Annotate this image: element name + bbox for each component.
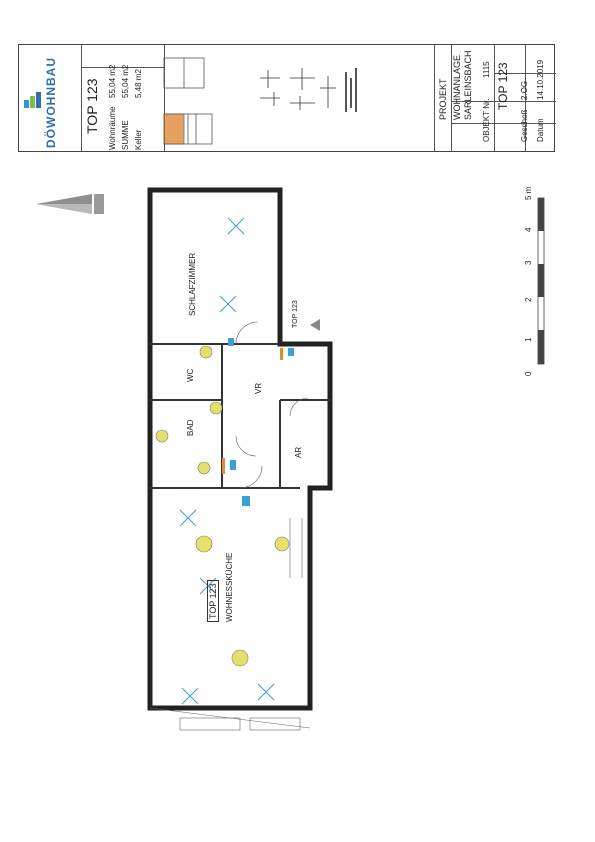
scale-tick-1: 1 bbox=[524, 337, 533, 342]
key-plan bbox=[163, 57, 357, 145]
datum-value: 14.10.2019 bbox=[536, 59, 545, 100]
scale-bar bbox=[537, 197, 545, 365]
area-value-wohnraeume: 55,04 m2 bbox=[108, 64, 117, 98]
unit-label-main: TOP 123 bbox=[207, 580, 219, 622]
north-arrow-icon bbox=[36, 194, 104, 214]
floor-plan bbox=[147, 187, 333, 731]
area-label-keller: Keller bbox=[134, 129, 143, 150]
scale-tick-4: 4 bbox=[524, 227, 533, 232]
ceiling-light-icon bbox=[155, 345, 290, 667]
socket-symbol-icon bbox=[179, 217, 275, 705]
brand-logo bbox=[22, 90, 42, 110]
scale-tick-0: 0 bbox=[524, 371, 533, 376]
room-label-ar: AR bbox=[294, 446, 303, 458]
scale-tick-3: 3 bbox=[524, 260, 533, 265]
brand-name: DÖWOHNBAU bbox=[44, 57, 58, 148]
project-name-line2: SARLEINSBACH bbox=[463, 50, 473, 120]
entrance-arrow-icon bbox=[310, 319, 320, 331]
room-label-schlafzimmer: SCHLAFZIMMER bbox=[188, 252, 197, 316]
project-header: PROJEKT bbox=[438, 78, 448, 120]
top-label: TOP 123 bbox=[496, 62, 510, 110]
scale-tick-2: 2 bbox=[524, 297, 533, 302]
logo-mark-icon bbox=[24, 92, 41, 108]
objekt-label: OBJEKT Nr. bbox=[482, 98, 491, 142]
room-label-bad: BAD bbox=[186, 419, 195, 436]
scale-tick-5: 5 m bbox=[524, 186, 533, 200]
unit-label-entrance: TOP 123 bbox=[292, 300, 299, 328]
area-label-wohnraeume: Wohnräume bbox=[108, 106, 117, 150]
project-name-line1: WOHNANLAGE bbox=[452, 54, 462, 120]
room-label-wohnesskueche: WOHNESSKÜCHE bbox=[225, 552, 234, 622]
geschoss-value: 2.OG bbox=[520, 80, 529, 100]
area-label-summe: SUMME bbox=[121, 120, 130, 150]
room-label-wc: WC bbox=[186, 368, 195, 382]
area-value-keller: 5,48 m2 bbox=[134, 69, 143, 98]
room-label-vr: VR bbox=[254, 382, 263, 394]
area-value-summe: 55,04 m2 bbox=[121, 64, 130, 98]
legend-symbols-icon bbox=[260, 68, 336, 110]
apartment-title: TOP 123 bbox=[84, 78, 100, 134]
geschoss-label: Geschoß bbox=[520, 109, 529, 142]
objekt-value: 1115 bbox=[482, 61, 491, 78]
datum-label: Datum bbox=[536, 118, 545, 142]
title-block bbox=[18, 44, 556, 152]
